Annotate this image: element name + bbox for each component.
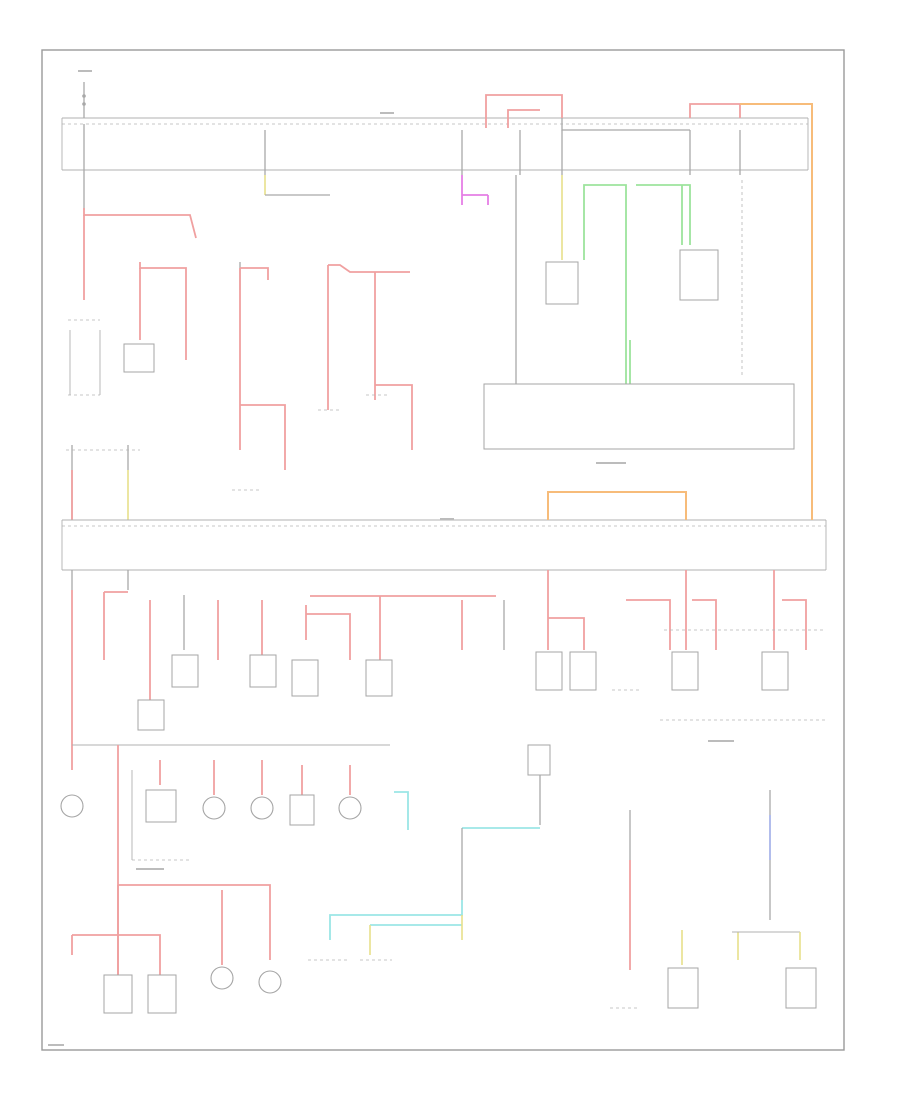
tick-marks	[48, 70, 734, 1046]
middle-bus-feeds	[66, 445, 140, 520]
upper-left-circuits	[68, 208, 197, 396]
middle-components	[137, 651, 826, 731]
middle-bus-drops	[71, 570, 826, 770]
battery-feed	[82, 82, 86, 210]
diagram-frame	[41, 49, 845, 1051]
lower-right-circuits	[610, 790, 817, 1009]
top-fuse-bus	[61, 117, 809, 171]
orange-bridge	[547, 491, 687, 520]
mid-upper-circuits	[232, 262, 413, 491]
green-relay-wires	[561, 175, 691, 400]
top-fuse-drops	[264, 130, 741, 205]
relay-box-2	[679, 249, 719, 301]
center-lower-circuit	[308, 744, 551, 961]
relay-center	[483, 383, 795, 450]
lower-components	[103, 966, 282, 1014]
lower-left-lamps	[60, 745, 362, 960]
middle-fuse-bus	[61, 519, 827, 571]
top-right-feeds	[485, 94, 813, 210]
load-box-a	[123, 343, 155, 373]
relay-box-1	[545, 261, 579, 305]
